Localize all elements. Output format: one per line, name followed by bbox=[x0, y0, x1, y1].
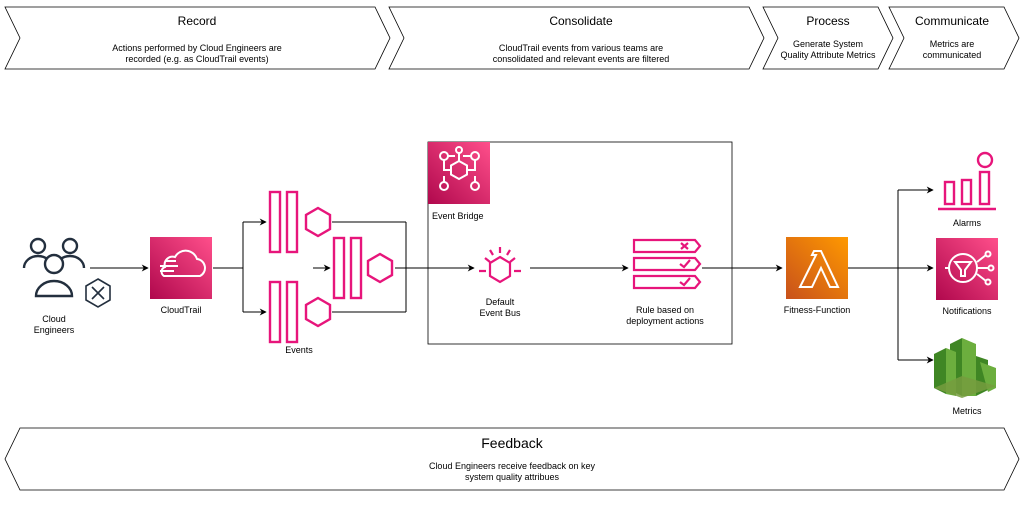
event-bridge-glyph bbox=[439, 146, 480, 191]
cloudtrail-icon bbox=[150, 237, 212, 299]
feedback-band: Feedback Cloud Engineers receive feedbac… bbox=[4, 427, 1020, 491]
phase-consolidate-desc-2: consolidated and relevant events are fil… bbox=[493, 54, 670, 64]
phase-record-desc-1: Actions performed by Cloud Engineers are bbox=[112, 43, 282, 53]
phase-consolidate-title: Consolidate bbox=[549, 14, 613, 28]
metrics-icon bbox=[934, 338, 996, 398]
phase-communicate-title: Communicate bbox=[915, 14, 989, 28]
rule-label-1: Rule based on bbox=[636, 305, 694, 315]
fitness-function-label: Fitness-Function bbox=[784, 305, 851, 315]
phase-process-title: Process bbox=[806, 14, 849, 28]
event-queue-1-icon bbox=[268, 190, 332, 254]
notifications-icon bbox=[936, 238, 998, 300]
phase-record-title: Record bbox=[178, 14, 217, 28]
default-event-bus-icon bbox=[479, 247, 521, 284]
default-event-bus-label-1: Default bbox=[486, 297, 515, 307]
feedback-desc-1: Cloud Engineers receive feedback on key bbox=[429, 461, 596, 471]
phase-record: Record Actions performed by Cloud Engine… bbox=[4, 6, 391, 70]
phase-communicate-desc-2: communicated bbox=[923, 50, 982, 60]
feedback-title: Feedback bbox=[481, 435, 543, 451]
lambda-icon bbox=[786, 237, 848, 299]
metrics-label: Metrics bbox=[953, 406, 982, 416]
phase-process-desc-2: Quality Attribute Metrics bbox=[780, 50, 876, 60]
notifications-label: Notifications bbox=[942, 306, 992, 316]
event-bridge-label: Event Bridge bbox=[432, 211, 484, 221]
phase-process-desc-1: Generate System bbox=[793, 39, 863, 49]
event-bridge-icon bbox=[428, 142, 490, 204]
cloudtrail-label: CloudTrail bbox=[161, 305, 202, 315]
alarms-label: Alarms bbox=[953, 218, 982, 228]
event-queue-2-icon bbox=[268, 280, 332, 344]
phase-process: Process Generate System Quality Attribut… bbox=[762, 6, 894, 70]
phase-record-desc-2: recorded (e.g. as CloudTrail events) bbox=[125, 54, 268, 64]
events-label: Events bbox=[285, 345, 313, 355]
connectors bbox=[90, 186, 934, 364]
cloud-engineers-label-2: Engineers bbox=[34, 325, 75, 335]
rule-icon bbox=[632, 238, 702, 290]
phase-communicate-desc-1: Metrics are bbox=[930, 39, 975, 49]
phase-communicate: Communicate Metrics are communicated bbox=[888, 6, 1020, 70]
phase-consolidate: Consolidate CloudTrail events from vario… bbox=[388, 6, 765, 70]
feedback-desc-2: system quality attribues bbox=[465, 472, 560, 482]
event-bridge-group: Event Bridge bbox=[427, 141, 733, 345]
alarms-icon bbox=[938, 151, 996, 211]
default-event-bus-label-2: Event Bus bbox=[479, 308, 521, 318]
phase-consolidate-desc-1: CloudTrail events from various teams are bbox=[499, 43, 663, 53]
rule-label-2: deployment actions bbox=[626, 316, 704, 326]
event-queue-merged-icon bbox=[332, 236, 394, 300]
cloud-engineers-label-1: Cloud bbox=[42, 314, 66, 324]
cloud-engineers-icon bbox=[22, 237, 111, 308]
